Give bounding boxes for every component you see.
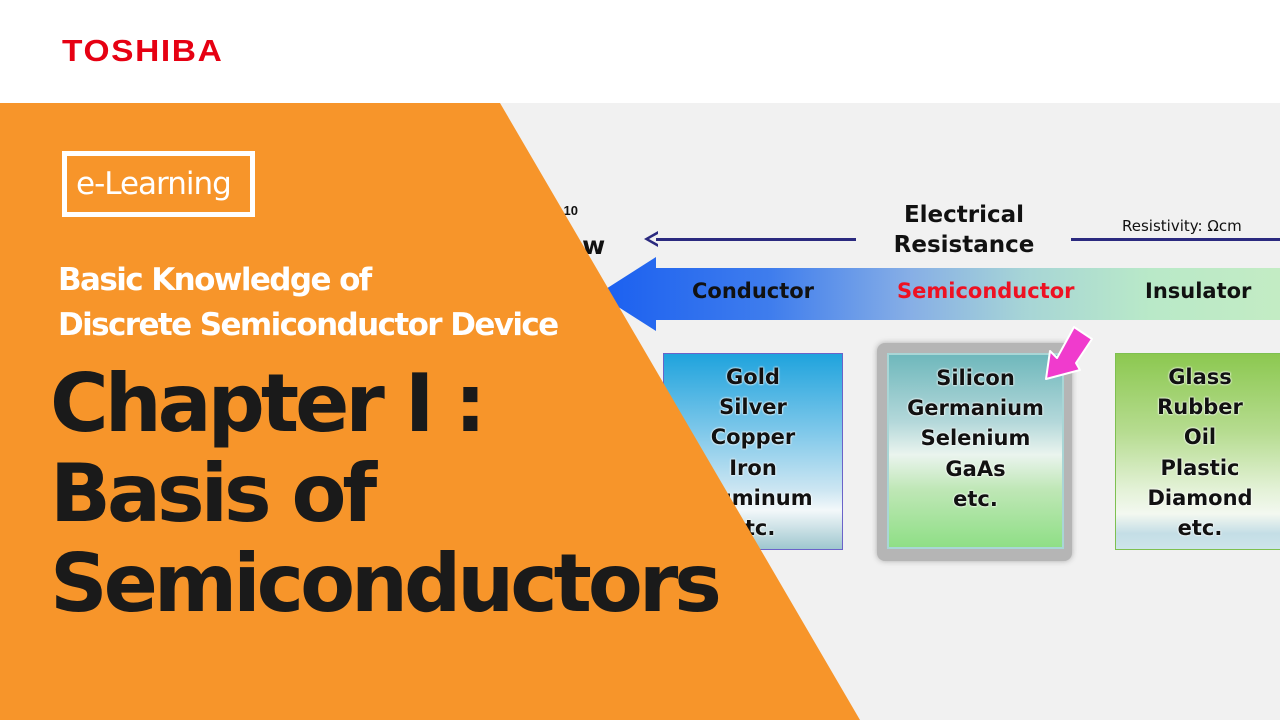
- unit-label: Resistivity: Ωcm: [1122, 217, 1242, 235]
- course-subtitle: Basic Knowledge of Discrete Semiconducto…: [58, 258, 559, 348]
- arrowhead-notch: [649, 234, 658, 244]
- material-item: Glass: [1168, 365, 1232, 389]
- subtitle-line2: Discrete Semiconductor Device: [58, 307, 559, 343]
- material-item: etc.: [1177, 516, 1223, 541]
- band-label-conductor: Conductor: [692, 279, 815, 303]
- material-item: Selenium: [920, 426, 1031, 451]
- material-item: Copper: [710, 425, 796, 450]
- title-line2: Basis of: [50, 447, 377, 540]
- title-line3: Semiconductors: [50, 537, 722, 630]
- material-item: Silver: [719, 395, 787, 420]
- subtitle-line1: Basic Knowledge of: [58, 262, 372, 298]
- material-item: Iron: [729, 455, 777, 480]
- material-item: Gold: [726, 365, 780, 389]
- material-item: etc.: [953, 486, 998, 511]
- band-label-semiconductor: Semiconductor: [897, 279, 1075, 303]
- material-item: Germanium: [907, 396, 1044, 421]
- material-item: GaAs: [945, 456, 1006, 481]
- material-item: Diamond: [1147, 485, 1253, 510]
- orange-triangle-shape: [0, 103, 860, 720]
- resistance-axis-right: [1071, 238, 1280, 241]
- chapter-title: Chapter I : Basis of Semiconductors: [50, 357, 722, 630]
- semiconductor-materials-box: Silicon Germanium Selenium GaAs etc.: [887, 353, 1064, 549]
- elearning-badge: e-Learning: [62, 151, 255, 217]
- axis-title-line2: Resistance: [893, 232, 1035, 258]
- title-line1: Chapter I :: [50, 357, 486, 450]
- resistance-axis-left: [656, 238, 856, 241]
- material-item: Plastic: [1160, 455, 1240, 480]
- axis-title: Electrical Resistance: [870, 200, 1058, 260]
- material-item: Rubber: [1157, 395, 1243, 420]
- orange-title-banner: e-Learning Basic Knowledge of Discrete S…: [0, 103, 1280, 720]
- thumbnail-stage: 0-10 ow Electrical Resistance Resistivit…: [0, 103, 1280, 720]
- toshiba-logo: TOSHIBA: [62, 33, 224, 68]
- insulator-materials-box: Glass Rubber Oil Plastic Diamond etc.: [1115, 353, 1280, 550]
- pink-pointer-arrow-icon: [1045, 326, 1093, 380]
- material-item: Silicon: [936, 366, 1015, 390]
- header: TOSHIBA: [0, 0, 1280, 103]
- band-label-insulator: Insulator: [1145, 279, 1252, 303]
- big-arrow-left-icon: [598, 257, 1280, 331]
- axis-title-line1: Electrical: [903, 202, 1025, 228]
- material-item: Oil: [1183, 425, 1217, 450]
